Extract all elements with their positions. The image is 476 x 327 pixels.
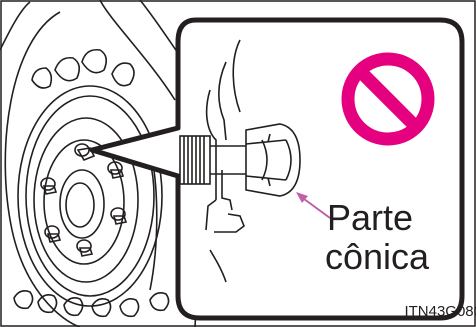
conical-part-label-line2: cônica <box>325 239 429 275</box>
reference-code: ITN43G080 <box>404 303 476 320</box>
conical-part-label-line1: Parte <box>327 200 413 236</box>
